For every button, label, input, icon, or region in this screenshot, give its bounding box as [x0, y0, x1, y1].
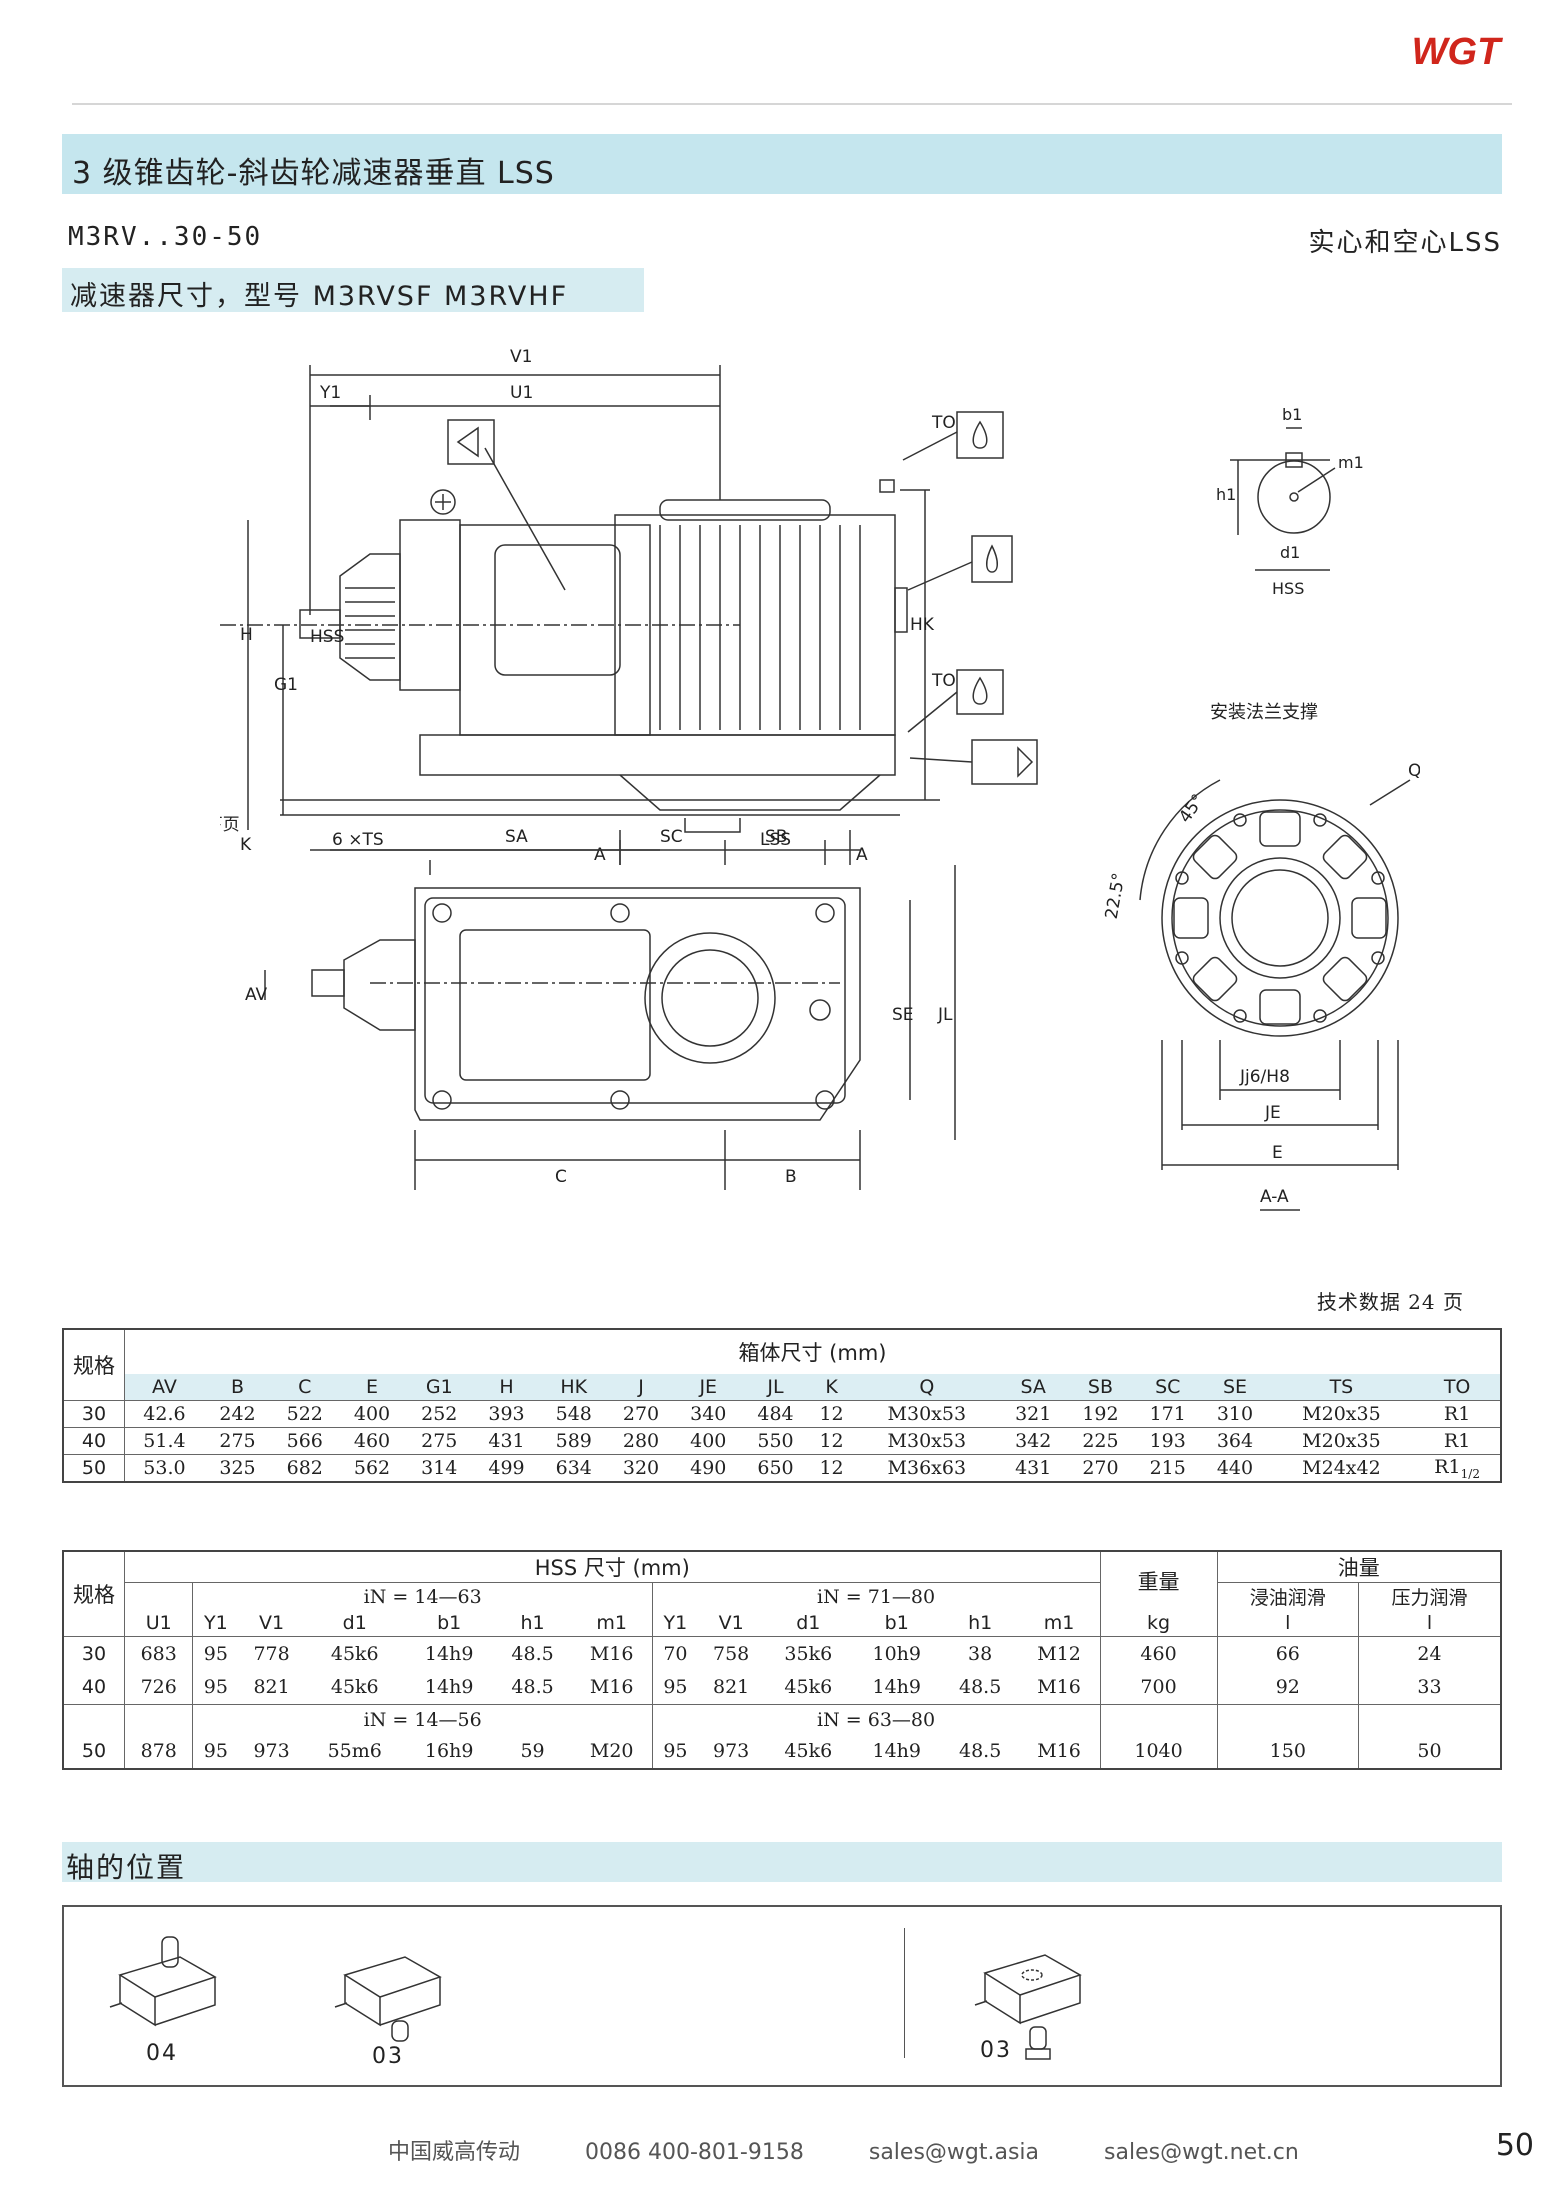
flange-title: 安装法兰支撑 [1210, 702, 1318, 723]
svg-text:m1: m1 [1338, 453, 1364, 472]
svg-text:TO: TO [931, 413, 956, 433]
svg-text:22.5°: 22.5° [1102, 871, 1130, 920]
tech-data-reference: 技术数据 24 页 [1316, 1290, 1464, 1314]
title-band [62, 134, 1502, 194]
svg-text:HSS: HSS [310, 627, 344, 647]
svg-text:TO: TO [931, 671, 956, 691]
svg-text:b1: b1 [1282, 405, 1302, 424]
side-view [220, 365, 1038, 865]
svg-text:Jj6/H8: Jj6/H8 [1239, 1067, 1290, 1087]
svg-text:d1: d1 [1280, 543, 1300, 562]
svg-text:V1: V1 [510, 347, 532, 367]
subtitle: 减速器尺寸，型号 M3RVSF M3RVHF [70, 281, 569, 312]
spec-header: 规格 [73, 1354, 115, 1378]
svg-text:Q: Q [1408, 761, 1420, 781]
footer-phone: 0086 400-801-9158 [585, 2140, 804, 2165]
footer-company: 中国威高传动 [388, 2140, 521, 2165]
svg-text:C: C [555, 1167, 567, 1187]
svg-text:h1: h1 [1216, 485, 1236, 504]
shaft-detail-labels: b1 m1 h1 d1 HSS [1216, 405, 1364, 598]
svg-text:SB: SB [765, 827, 787, 847]
ratio-range-b2: iN = 63—80 [651, 1704, 1100, 1735]
footer-email-asia[interactable]: sales@wgt.asia [868, 2140, 1040, 2165]
svg-text:G1: G1 [274, 675, 298, 695]
shaft-position-title: 轴的位置 [66, 1851, 187, 1884]
oil-pressure-header: 压力润滑 [1358, 1582, 1501, 1610]
brand-logo: WGT [1412, 31, 1503, 70]
housing-group-title: 箱体尺寸 (mm) [124, 1329, 1501, 1374]
model-range: M3RV..30-50 [68, 222, 263, 252]
shaft-type-note: 实心和空心LSS [1308, 228, 1502, 258]
svg-text:A: A [594, 845, 606, 865]
oil-dip-header: 浸油润滑 [1216, 1582, 1359, 1610]
shaft-position-03-hollow-icon [974, 1954, 1082, 2060]
svg-text:A: A [856, 845, 868, 865]
flange-view [1139, 779, 1411, 1211]
shaft-position-band [62, 1842, 1502, 1882]
shaft-detail [1230, 427, 1336, 571]
page-title: 3 级锥齿轮-斜齿轮减速器垂直 LSS [72, 156, 555, 191]
spec-header: 规格 [73, 1583, 115, 1607]
svg-text:B: B [785, 1167, 797, 1187]
shaft-position-box [62, 1905, 1502, 2087]
svg-text:K: K [240, 835, 252, 855]
svg-text:LSS: LSS [760, 830, 791, 850]
plan-view [264, 840, 956, 1190]
svg-text:U1: U1 [510, 383, 533, 403]
svg-text:AV: AV [245, 985, 268, 1005]
svg-text:SE: SE [892, 1005, 914, 1025]
shaft-position-label: 04 [146, 2041, 178, 2066]
svg-text:Y1: Y1 [319, 383, 341, 403]
page-number: 50 [1495, 2128, 1534, 2163]
shaft-position-03-icon [334, 1956, 442, 2042]
svg-text:H: H [240, 625, 253, 645]
shaft-position-04-icon [109, 1936, 217, 2027]
ratio-range-b: iN = 71—80 [651, 1582, 1100, 1610]
subtitle-band [62, 268, 644, 312]
plan-view-labels: 6 ×TS SA SC SB AV SE JL C B [245, 827, 953, 1187]
shaft-position-label: 03 [980, 2038, 1012, 2063]
logo-text: WGT [1412, 31, 1503, 70]
lss-note: LSS 型号见下页 [220, 815, 240, 835]
svg-text:45°: 45° [1175, 791, 1209, 827]
svg-text:SA: SA [505, 827, 528, 847]
shaft-position-divider [904, 1928, 905, 2058]
header-divider [72, 103, 1512, 105]
shaft-position-icons: 04 03 03 [109, 1936, 1082, 2069]
footer-contact: 中国威高传动 0086 400-801-9158 sales@wgt.asia … [388, 2134, 1357, 2166]
ratio-range-a: iN = 14—63 [192, 1582, 653, 1610]
hss-group-title: HSS 尺寸 (mm) [124, 1551, 1101, 1583]
svg-text:JE: JE [1264, 1103, 1281, 1123]
hss-dimensions-table: 规格 HSS 尺寸 (mm) 重量 油量 iN = 14—63 iN = 71—… [62, 1550, 1502, 1770]
ratio-range-a2: iN = 14—56 [192, 1704, 653, 1735]
svg-text:HK: HK [910, 615, 935, 635]
oil-header: 油量 [1216, 1551, 1501, 1583]
svg-text:HSS: HSS [1272, 579, 1304, 598]
shaft-position-label: 03 [372, 2044, 404, 2069]
svg-text:SC: SC [660, 827, 683, 847]
svg-text:JL: JL [937, 1005, 953, 1025]
side-view-labels: V1 U1 Y1 TO TO H G1 HSS HK K A A LSS [240, 347, 956, 865]
flange-labels: Q 45° 22.5° Jj6/H8 JE E A-A [1102, 761, 1420, 1207]
svg-text:A-A: A-A [1260, 1187, 1289, 1207]
svg-text:E: E [1272, 1143, 1283, 1163]
footer-email-cn[interactable]: sales@wgt.net.cn [1104, 2140, 1299, 2165]
svg-text:6 ×TS: 6 ×TS [332, 830, 384, 850]
weight-header: 重量 [1099, 1551, 1218, 1610]
reducer-drawing: V1 U1 Y1 TO TO H G1 HSS HK K A A LSS LSS… [220, 347, 1420, 1211]
